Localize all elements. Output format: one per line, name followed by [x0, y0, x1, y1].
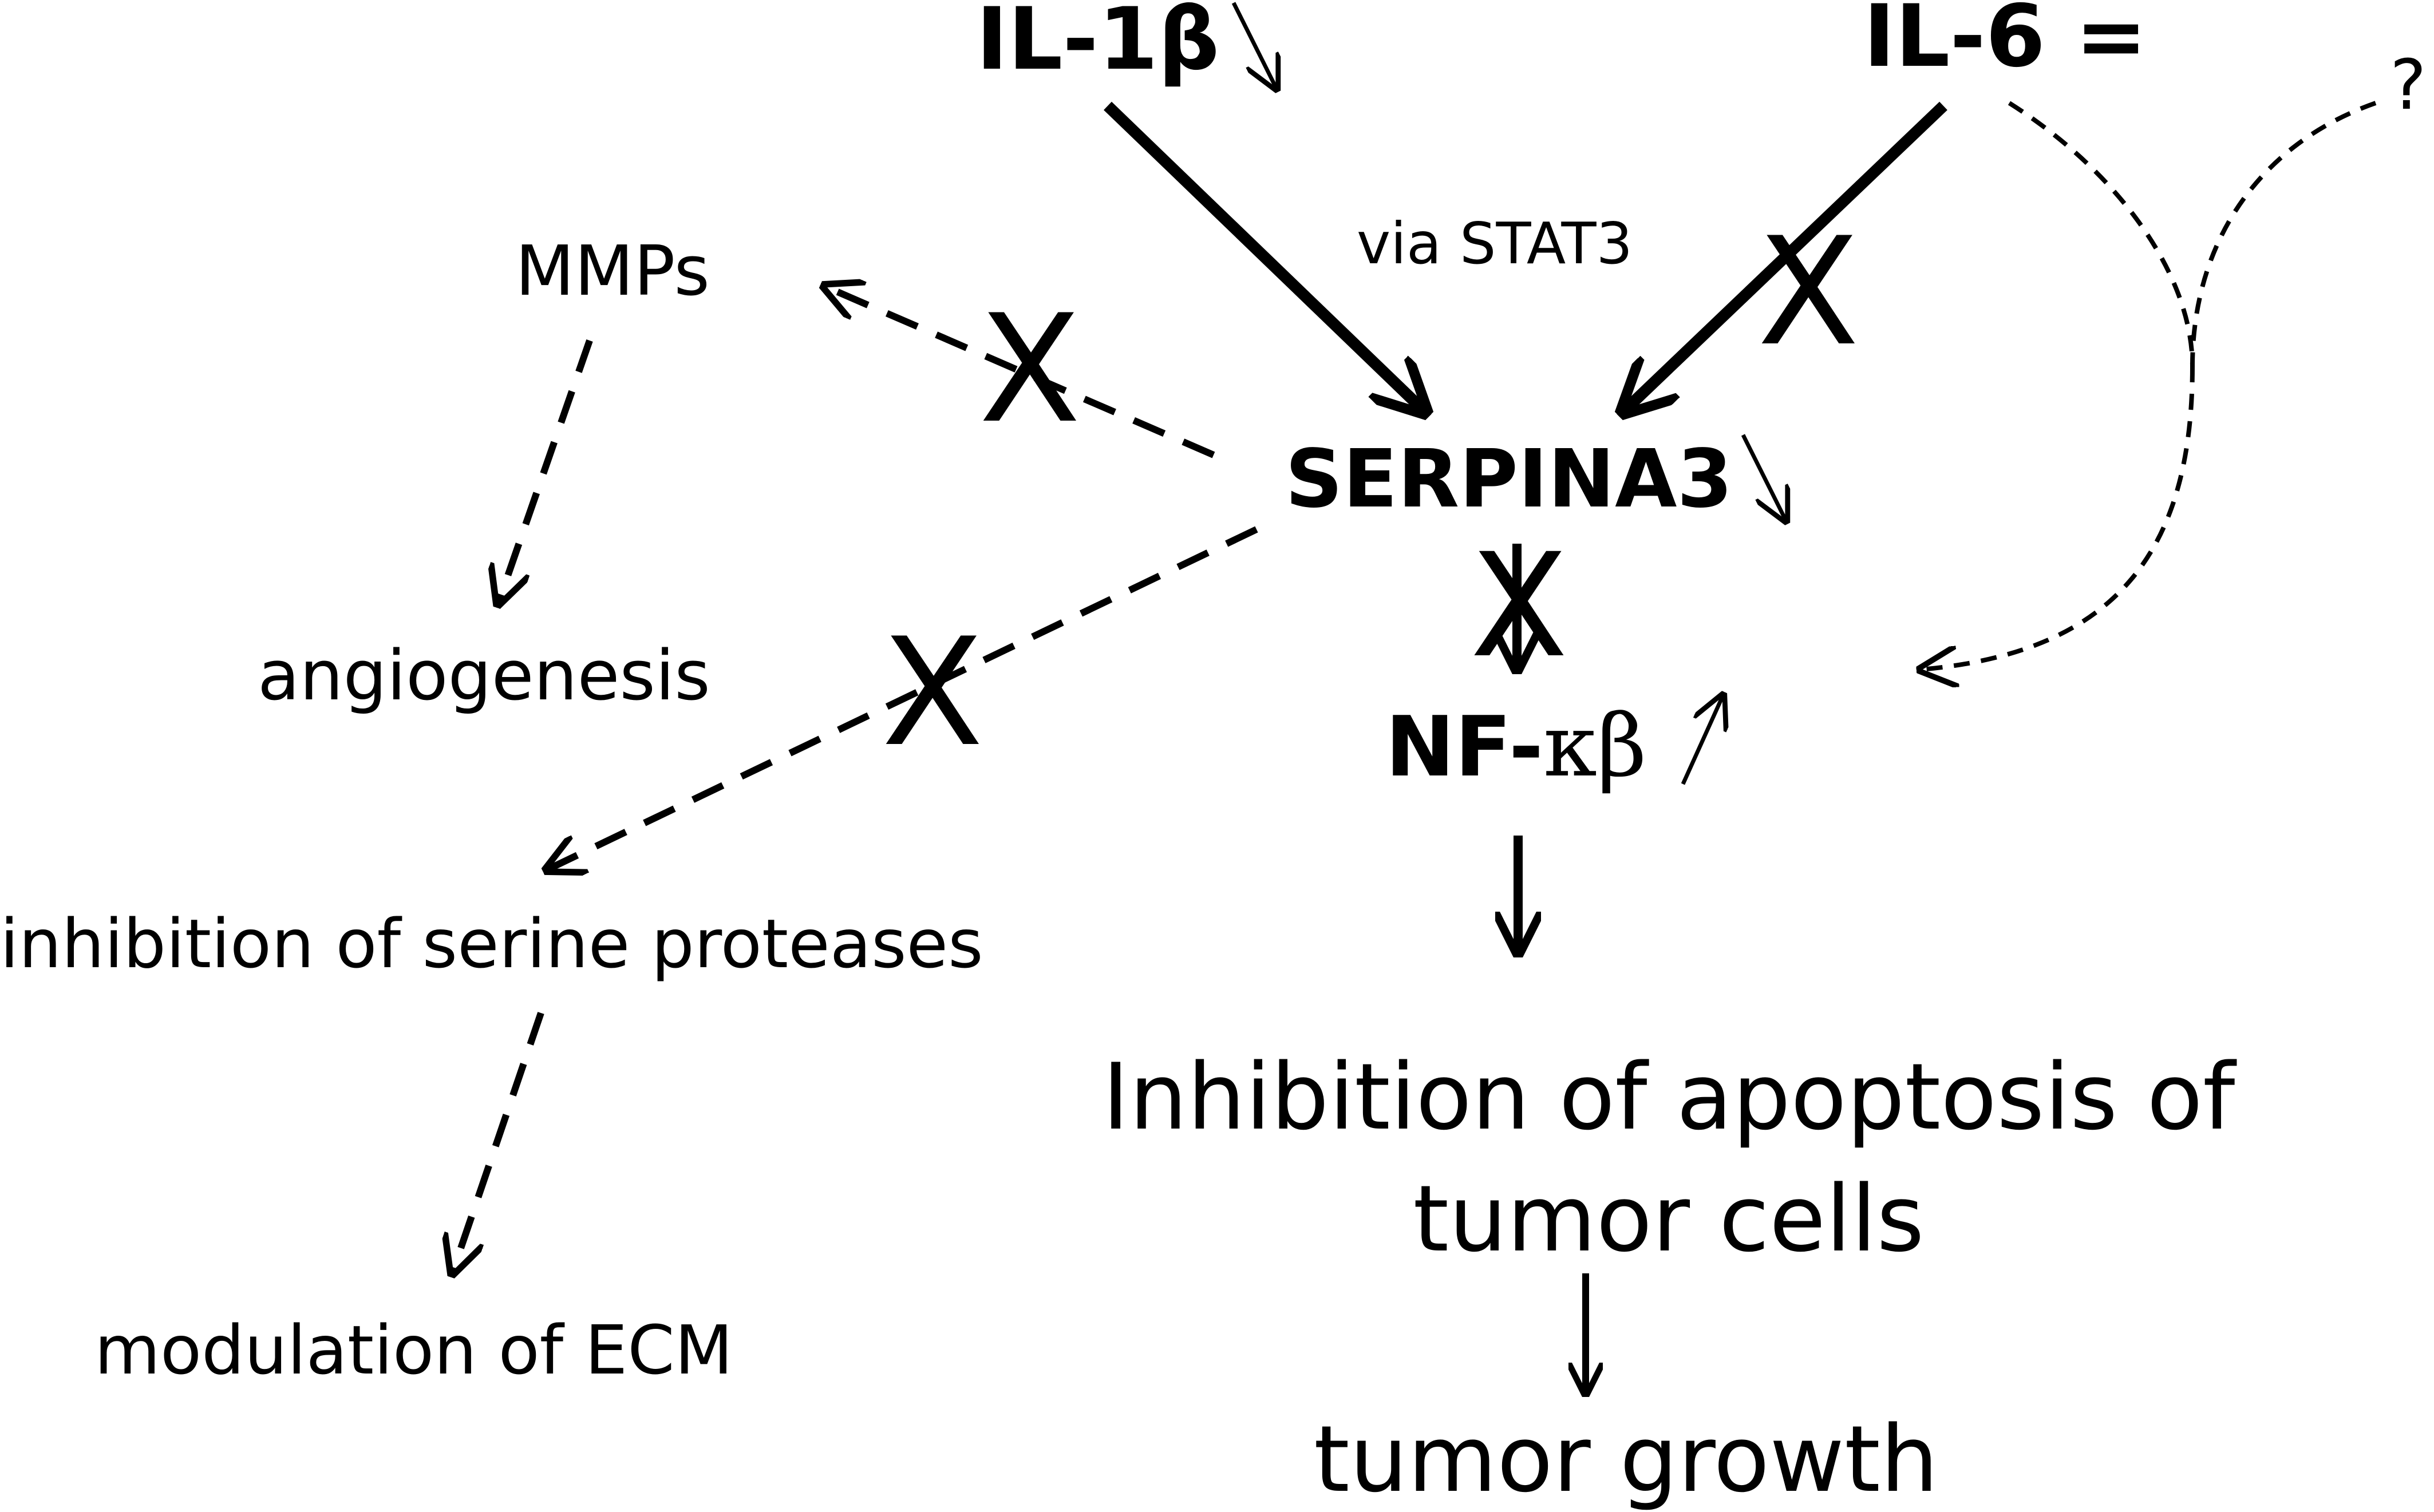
serpina3-label: SERPINA3	[1285, 433, 1733, 526]
dashed-arrow-serine-to-ecm	[452, 1012, 544, 1273]
nfkb-greek: κβ	[1543, 696, 1646, 796]
question-mark-label: ?	[2390, 46, 2427, 125]
dashed-arrow-serpina3-to-mmps	[824, 286, 1215, 458]
via-stat3-label: via STAT3	[1357, 210, 1633, 277]
arrow-il1b-to-serpina3	[1104, 101, 1425, 412]
trend-arrow-serpina3-down	[1741, 434, 1786, 521]
inhibition-serine-proteases-label: inhibition of serine proteases	[0, 904, 983, 983]
mmps-label: MMPs	[515, 232, 710, 311]
block-mark-mmps: X	[979, 283, 1081, 456]
il1b-label: IL-1β	[976, 0, 1219, 89]
trend-arrow-il1b-down	[1231, 2, 1277, 89]
block-mark-il6: X	[1757, 206, 1859, 379]
inhibition-apoptosis-line2: tumor cells	[1413, 1165, 1924, 1272]
block-mark-serine: X	[882, 607, 983, 779]
modulation-ecm-label: modulation of ECM	[94, 1311, 733, 1390]
trend-arrow-nfkb-up	[1681, 695, 1723, 785]
arrow-il6-to-serpina3	[1623, 101, 1947, 412]
block-mark-serpina3-nfkb: X	[1470, 523, 1568, 689]
inhibition-apoptosis-line1: Inhibition of apoptosis of	[1103, 1043, 2238, 1150]
dashed-arrow-mmps-to-angiogenesis	[498, 339, 593, 604]
il6-label: IL-6 =	[1863, 0, 2147, 86]
dashed-curve-question	[2190, 101, 2377, 367]
tumor-growth-label: tumor growth	[1314, 1406, 1938, 1512]
nfkb-prefix: NF-	[1385, 699, 1543, 795]
dashed-curve-il6	[2008, 101, 2195, 367]
dashed-arrow-to-nfkb-pathway	[1921, 366, 2195, 670]
angiogenesis-label: angiogenesis	[258, 636, 710, 716]
nfkb-label: NF-κβ	[1385, 696, 1647, 796]
dashed-arrow-serpina3-to-serine	[547, 526, 1258, 870]
